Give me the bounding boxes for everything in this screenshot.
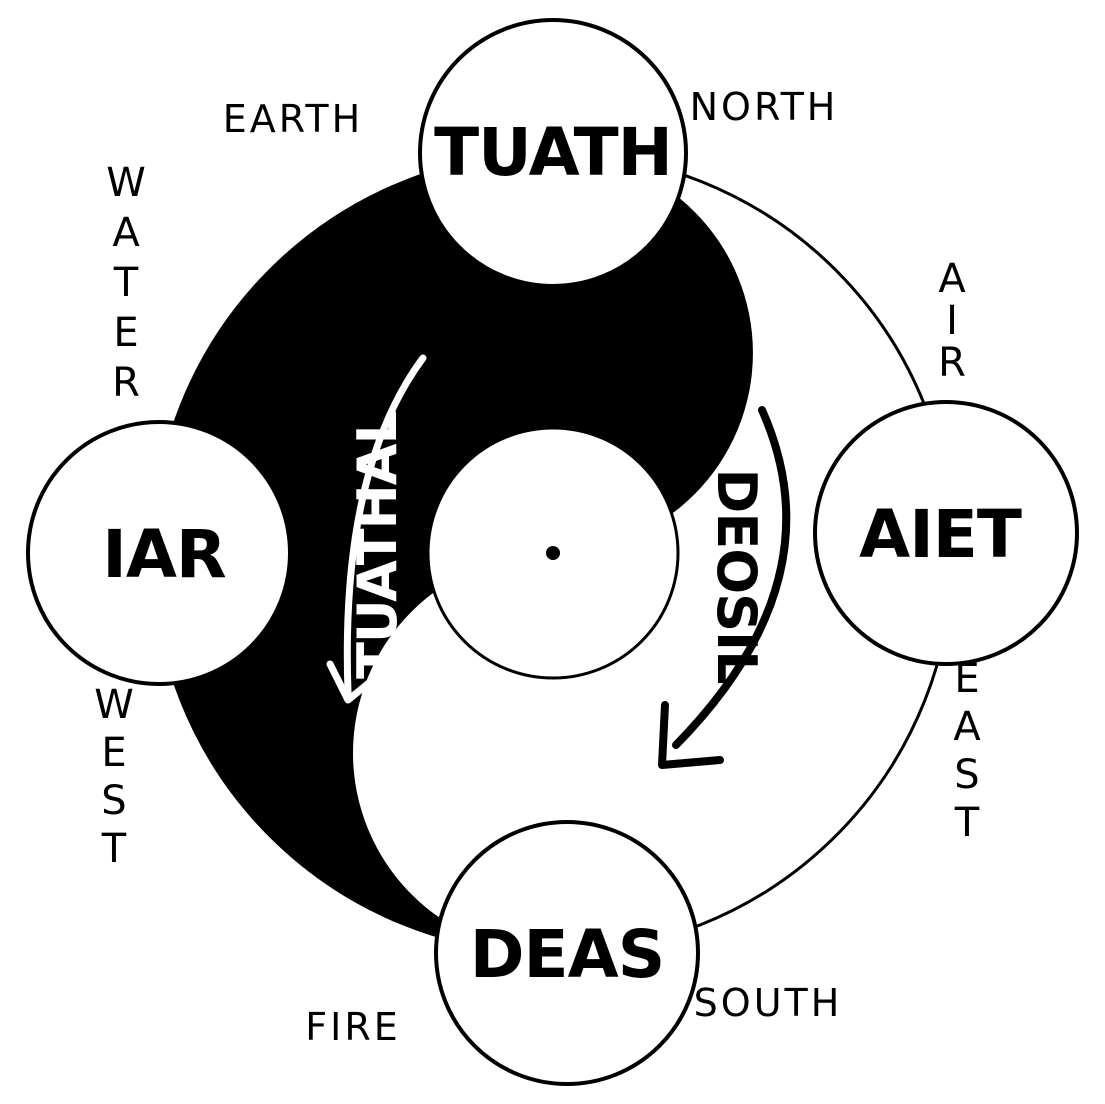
node-aiet-label: AIET <box>859 496 1022 573</box>
deosil-arrow-head <box>658 701 724 769</box>
node-iar: IAR <box>26 420 292 686</box>
center-dot <box>546 546 560 560</box>
node-tuath-label: TUATH <box>434 114 672 191</box>
node-iar-circle <box>26 420 292 686</box>
node-deas: DEAS <box>434 820 700 1086</box>
node-aiet-circle <box>813 400 1079 666</box>
tuathal-arrow: TUATHAL <box>326 354 427 704</box>
node-deas-label: DEAS <box>470 916 664 993</box>
deosil-arrow-shaft <box>672 406 791 749</box>
deosil-arrow: DEOSIL <box>658 406 791 769</box>
north-label: NORTH <box>690 85 839 129</box>
node-tuath: TUATH <box>418 18 688 288</box>
node-deas-circle <box>434 820 700 1086</box>
node-tuath-circle <box>418 18 688 288</box>
deosil-label: DEOSIL <box>705 468 768 683</box>
fire-label: FIRE <box>305 1005 400 1049</box>
earth-label: EARTH <box>223 97 363 141</box>
south-label: SOUTH <box>694 981 843 1025</box>
node-iar-label: IAR <box>102 516 226 593</box>
tuathal-arrow-shaft <box>343 354 427 696</box>
tuathal-label: TUATHAL <box>346 411 409 679</box>
node-aiet: AIET <box>813 400 1079 666</box>
tuathal-arrow-head <box>326 660 384 704</box>
